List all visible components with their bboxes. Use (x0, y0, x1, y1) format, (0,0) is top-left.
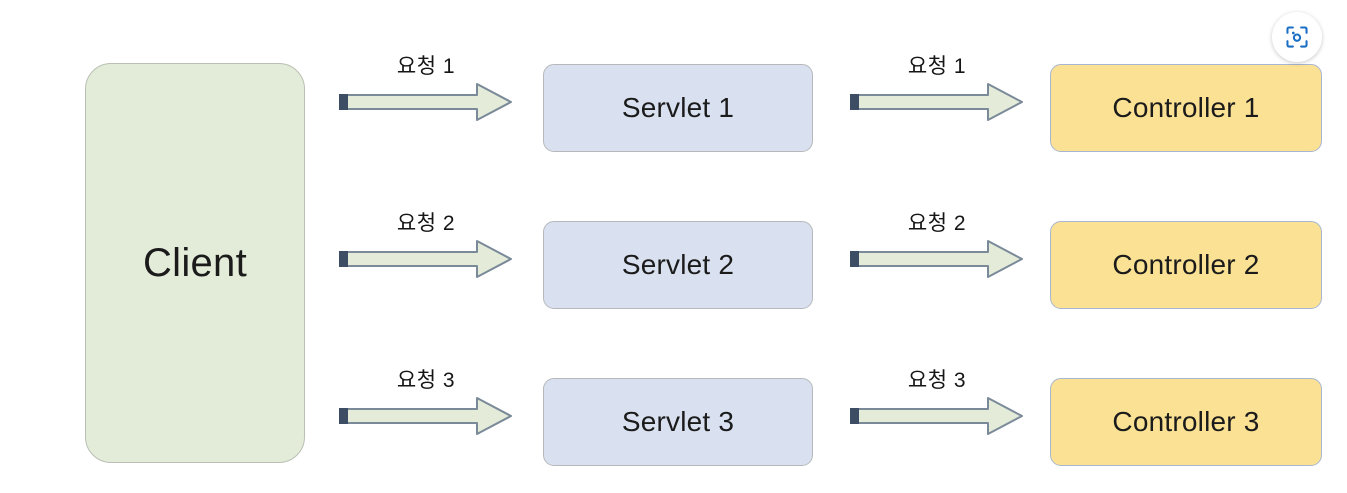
request-arrow-label: 요청 1 (396, 55, 456, 78)
servlet-node-label: Servlet 3 (621, 406, 735, 437)
request-arrow-servlet-to-controller-1: 요청 1 (848, 50, 1026, 124)
servlet-node: Servlet 3 (543, 378, 813, 466)
block-arrow-icon (339, 83, 512, 121)
google-lens-button[interactable] (1272, 12, 1322, 62)
request-arrow-label: 요청 2 (396, 212, 456, 235)
servlet-node: Servlet 2 (543, 221, 813, 309)
controller-node-label: Controller 2 (1112, 249, 1260, 280)
request-arrow-servlet-to-controller-3: 요청 3 (848, 364, 1026, 438)
servlet-node: Servlet 1 (543, 64, 813, 152)
request-arrow-label: 요청 2 (907, 212, 967, 235)
request-arrow-label: 요청 3 (396, 369, 456, 392)
block-arrow-icon (339, 240, 512, 278)
client-node: Client (85, 63, 305, 463)
controller-node: Controller 3 (1050, 378, 1322, 466)
controller-node: Controller 1 (1050, 64, 1322, 152)
google-lens-icon (1286, 26, 1308, 48)
request-arrow-client-to-servlet-1: 요청 1 (337, 50, 515, 124)
servlet-node-label: Servlet 1 (621, 92, 735, 123)
request-arrow-servlet-to-controller-2: 요청 2 (848, 207, 1026, 281)
request-arrow-client-to-servlet-2: 요청 2 (337, 207, 515, 281)
request-arrow-label: 요청 1 (907, 55, 967, 78)
client-node-label: Client (142, 240, 248, 285)
controller-node-label: Controller 1 (1112, 92, 1260, 123)
block-arrow-icon (339, 397, 512, 435)
servlet-node-label: Servlet 2 (621, 249, 735, 280)
block-arrow-icon (850, 240, 1023, 278)
request-arrow-client-to-servlet-3: 요청 3 (337, 364, 515, 438)
block-arrow-icon (850, 83, 1023, 121)
block-arrow-icon (850, 397, 1023, 435)
request-arrow-label: 요청 3 (907, 369, 967, 392)
controller-node: Controller 2 (1050, 221, 1322, 309)
controller-node-label: Controller 3 (1112, 406, 1260, 437)
